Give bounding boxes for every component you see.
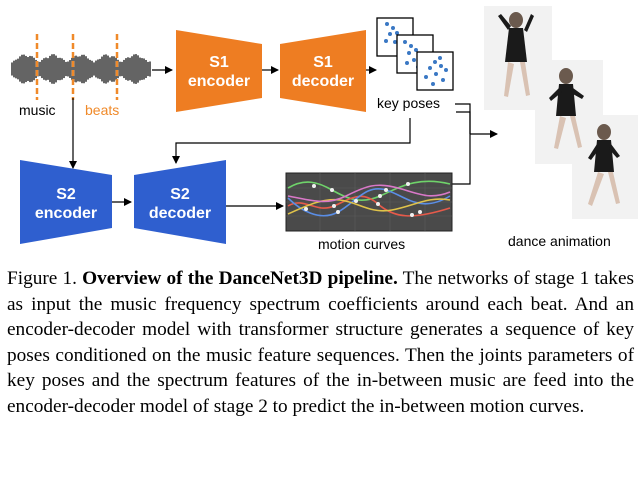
dancer-figure-3 — [588, 124, 620, 206]
s2-decoder-line1: S2 — [170, 186, 190, 203]
motion-curves-label: motion curves — [318, 236, 406, 252]
dancer-figure-1 — [498, 12, 534, 97]
key-pose-card-2 — [396, 34, 434, 74]
dance-animation-frames — [484, 6, 638, 219]
key-poses-cards — [376, 17, 454, 91]
music-waveform — [11, 54, 151, 84]
dancer-figure-2 — [549, 68, 584, 149]
caption-title: Overview of the DanceNet3D pipeline. — [82, 268, 398, 289]
caption-body: The networks of stage 1 takes as input t… — [7, 268, 635, 417]
curve-pink — [287, 184, 451, 203]
s2-encoder-line2: encoder — [35, 205, 97, 222]
s1-decoder-line1: S1 — [313, 54, 333, 71]
key-pose-card-3 — [416, 51, 454, 91]
s1-encoder-line1: S1 — [209, 54, 229, 71]
curve-yellow — [287, 198, 451, 215]
beats-label: beats — [85, 102, 120, 118]
s1-encoder-block — [176, 30, 262, 112]
arrow-keyposes-to-s2 — [172, 118, 411, 164]
s2-encoder-line1: S2 — [56, 186, 76, 203]
beat-markers — [35, 34, 119, 100]
motion-curves-panel — [285, 172, 453, 232]
s2-decoder-block — [134, 160, 226, 244]
s2-encoder-block — [20, 160, 112, 244]
music-label: music — [19, 102, 56, 118]
s2-decoder-line2: decoder — [149, 205, 211, 222]
dance-animation-label: dance animation — [508, 233, 611, 249]
pipeline-figure: S1 encoder S1 decoder S2 encoder S2 deco… — [11, 6, 638, 252]
caption-prefix: Figure 1. — [7, 268, 83, 289]
figure-caption: Figure 1. Overview of the DanceNet3D pip… — [7, 266, 634, 420]
arrow-curves-to-animation — [452, 111, 471, 185]
s1-encoder-line2: encoder — [188, 73, 250, 90]
key-poses-label: key poses — [377, 95, 441, 111]
pipeline-diagram: S1 encoder S1 decoder S2 encoder S2 deco… — [11, 6, 638, 244]
s1-decoder-block — [280, 30, 366, 112]
s1-decoder-line2: decoder — [292, 73, 354, 90]
arrow-keyposes-to-animation — [455, 103, 471, 134]
